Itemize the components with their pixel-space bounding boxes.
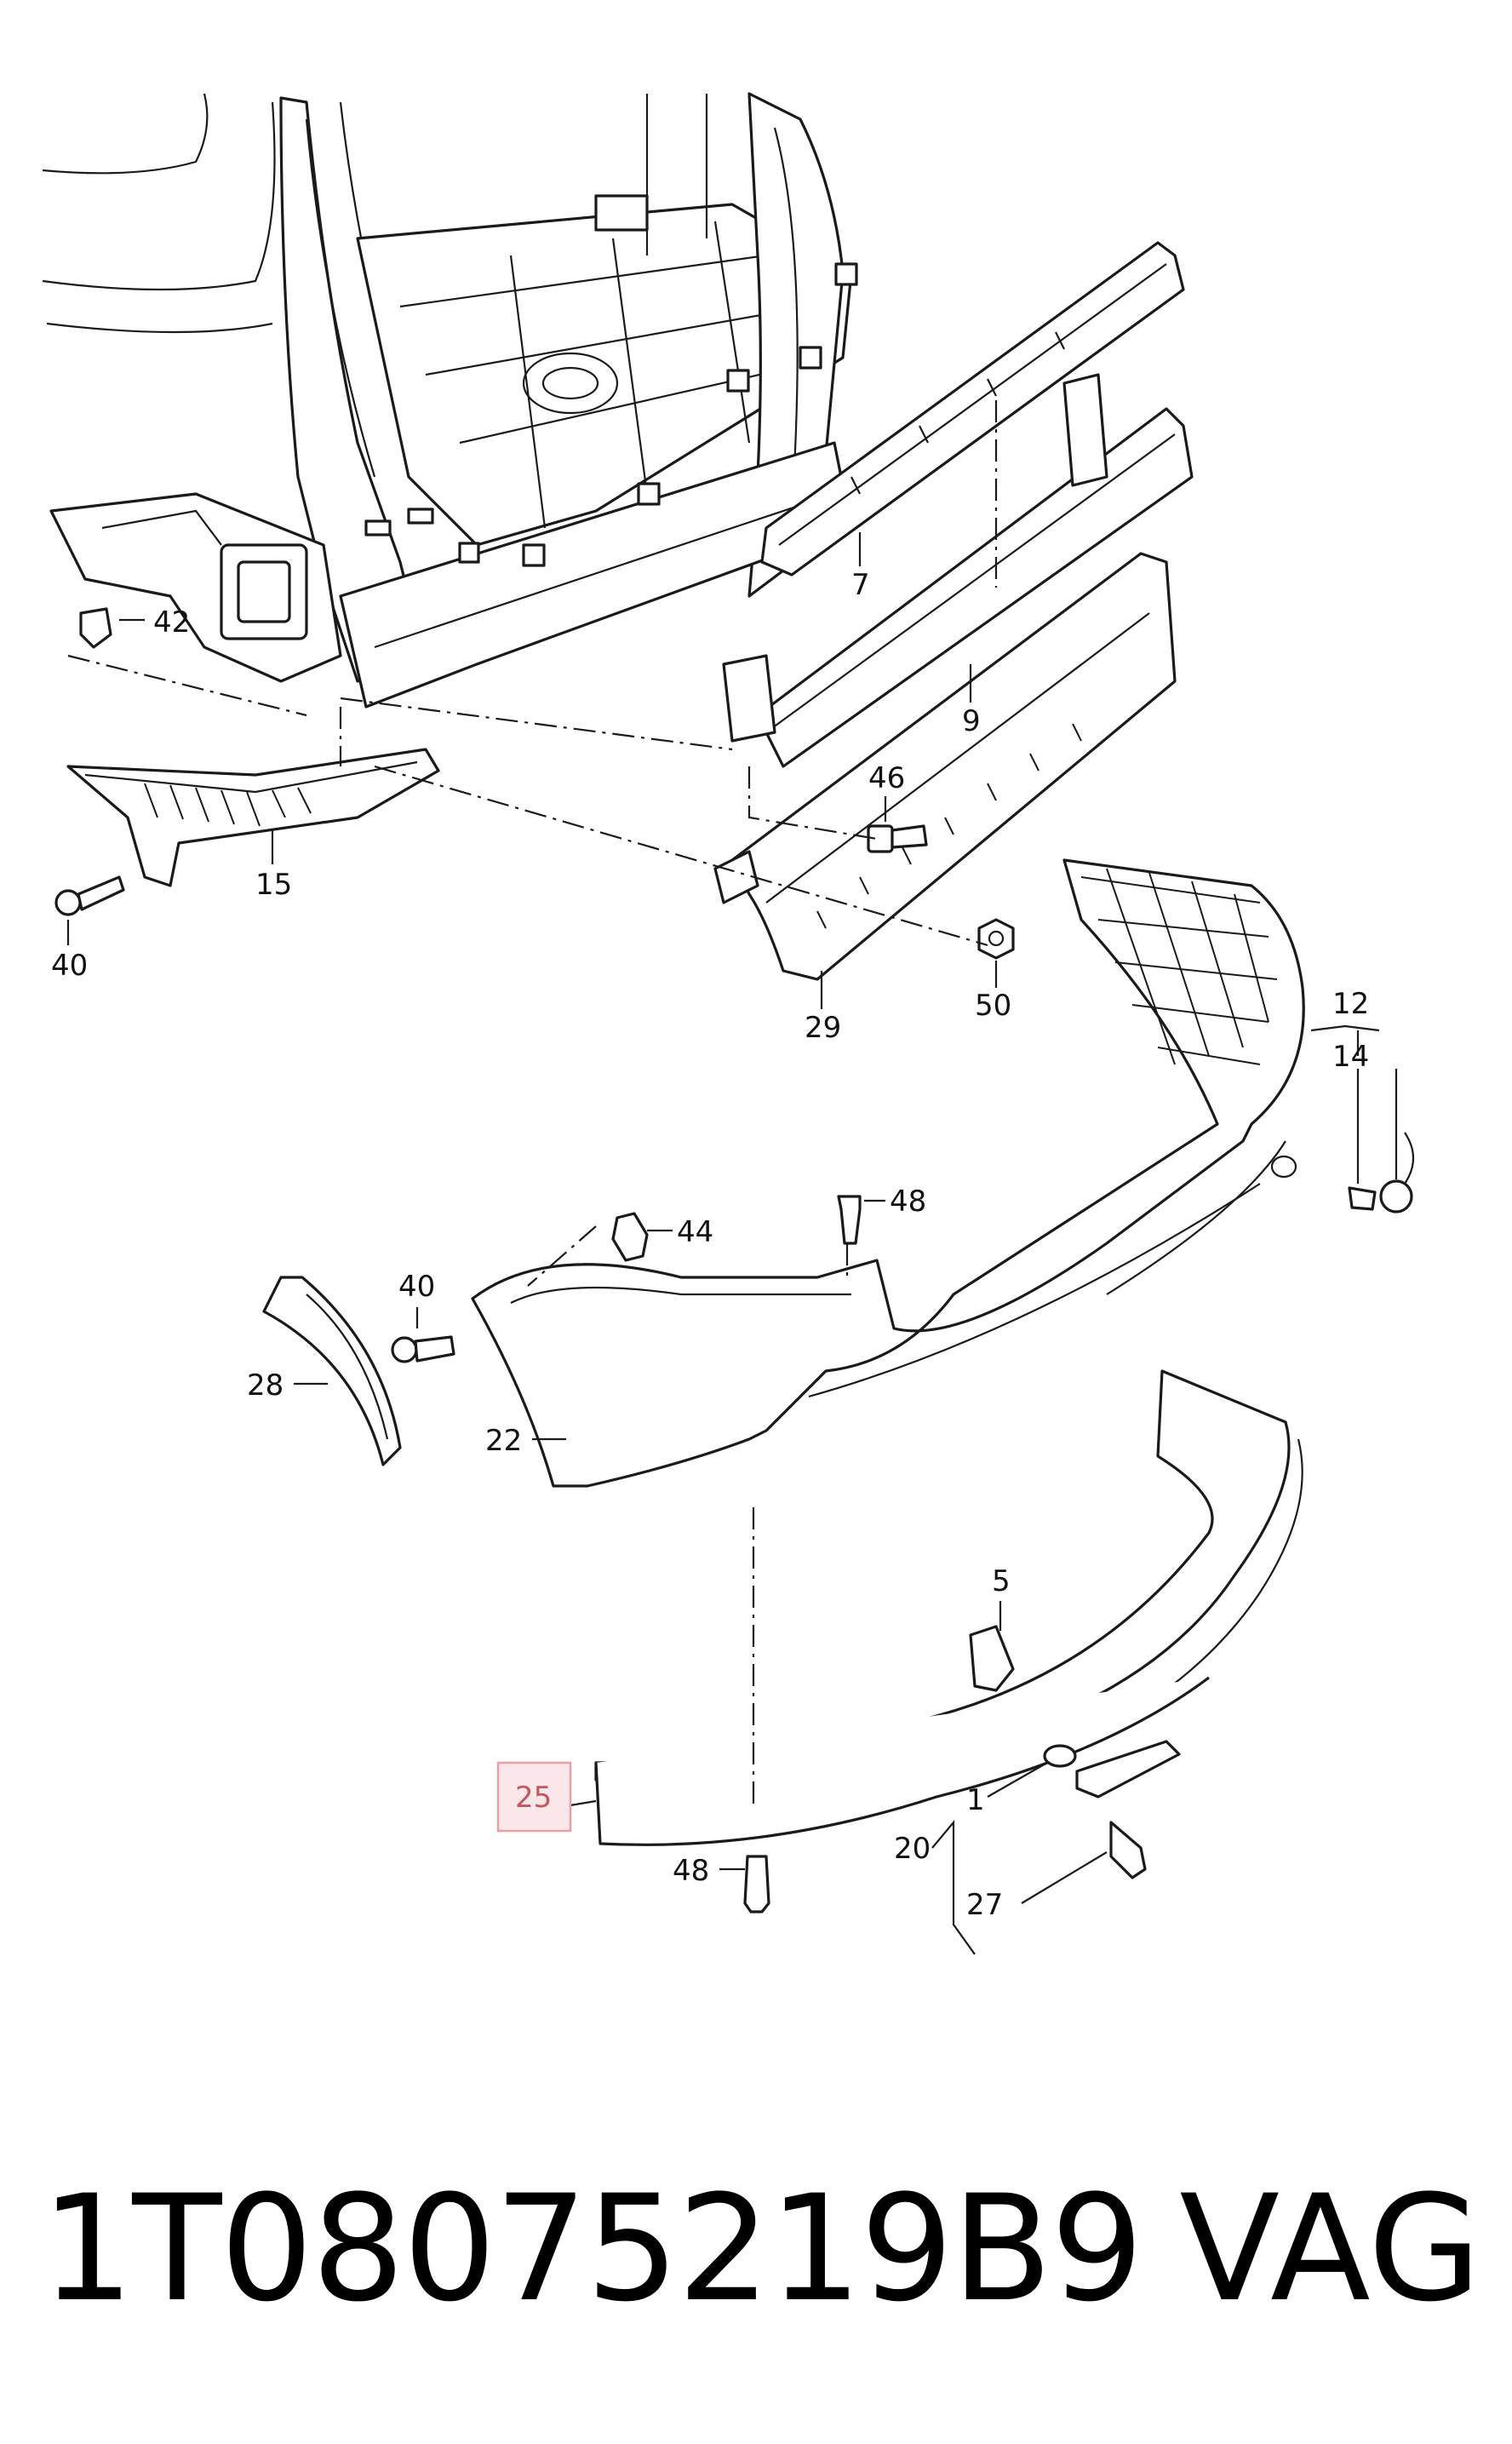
callout-48: 48 [673, 1854, 709, 1888]
callout-27: 27 [966, 1888, 1003, 1922]
callout-12: 12 [1332, 987, 1369, 1021]
callout-40: 40 [51, 949, 88, 983]
part-29-guide-bracket [713, 552, 1177, 981]
highlight-box-25 [496, 1761, 572, 1833]
assembly-centre-lines [67, 400, 998, 1805]
callout-20: 20 [894, 1832, 931, 1866]
callout-44: 44 [677, 1215, 713, 1249]
callout-labels: 42 7 9 46 15 40 29 50 12 14 48 44 40 28 … [51, 568, 1369, 1922]
callout-7: 7 [851, 568, 870, 602]
callout-48: 48 [890, 1185, 926, 1219]
callout-42: 42 [153, 605, 190, 640]
callout-29: 29 [805, 1011, 841, 1045]
part-22-bumper-cover [471, 858, 1305, 1488]
brand-caption: VAG [1179, 2163, 1481, 2334]
leader-lines [66, 532, 1398, 1955]
callout-28: 28 [247, 1368, 284, 1403]
callout-46: 46 [868, 761, 905, 795]
callout-14: 14 [1332, 1040, 1369, 1074]
callout-25: 25 [515, 1781, 552, 1815]
callout-1: 1 [966, 1783, 985, 1817]
part-9-bumper-carrier [722, 373, 1194, 768]
part-7-impact-absorber [760, 241, 1185, 577]
callout-5: 5 [992, 1564, 1011, 1598]
callout-50: 50 [975, 989, 1011, 1023]
callout-22: 22 [485, 1424, 522, 1458]
callout-15: 15 [255, 868, 292, 902]
small-fasteners [54, 607, 1414, 1913]
callout-9: 9 [962, 704, 981, 738]
callout-40: 40 [398, 1270, 435, 1304]
part-15-side-bracket [66, 748, 440, 887]
part-25-trim-strip [594, 1369, 1303, 1846]
vehicle-body-shell [42, 92, 858, 709]
body-studs [364, 262, 858, 567]
part-number-caption: 1T08075219B9 [41, 2163, 1143, 2334]
